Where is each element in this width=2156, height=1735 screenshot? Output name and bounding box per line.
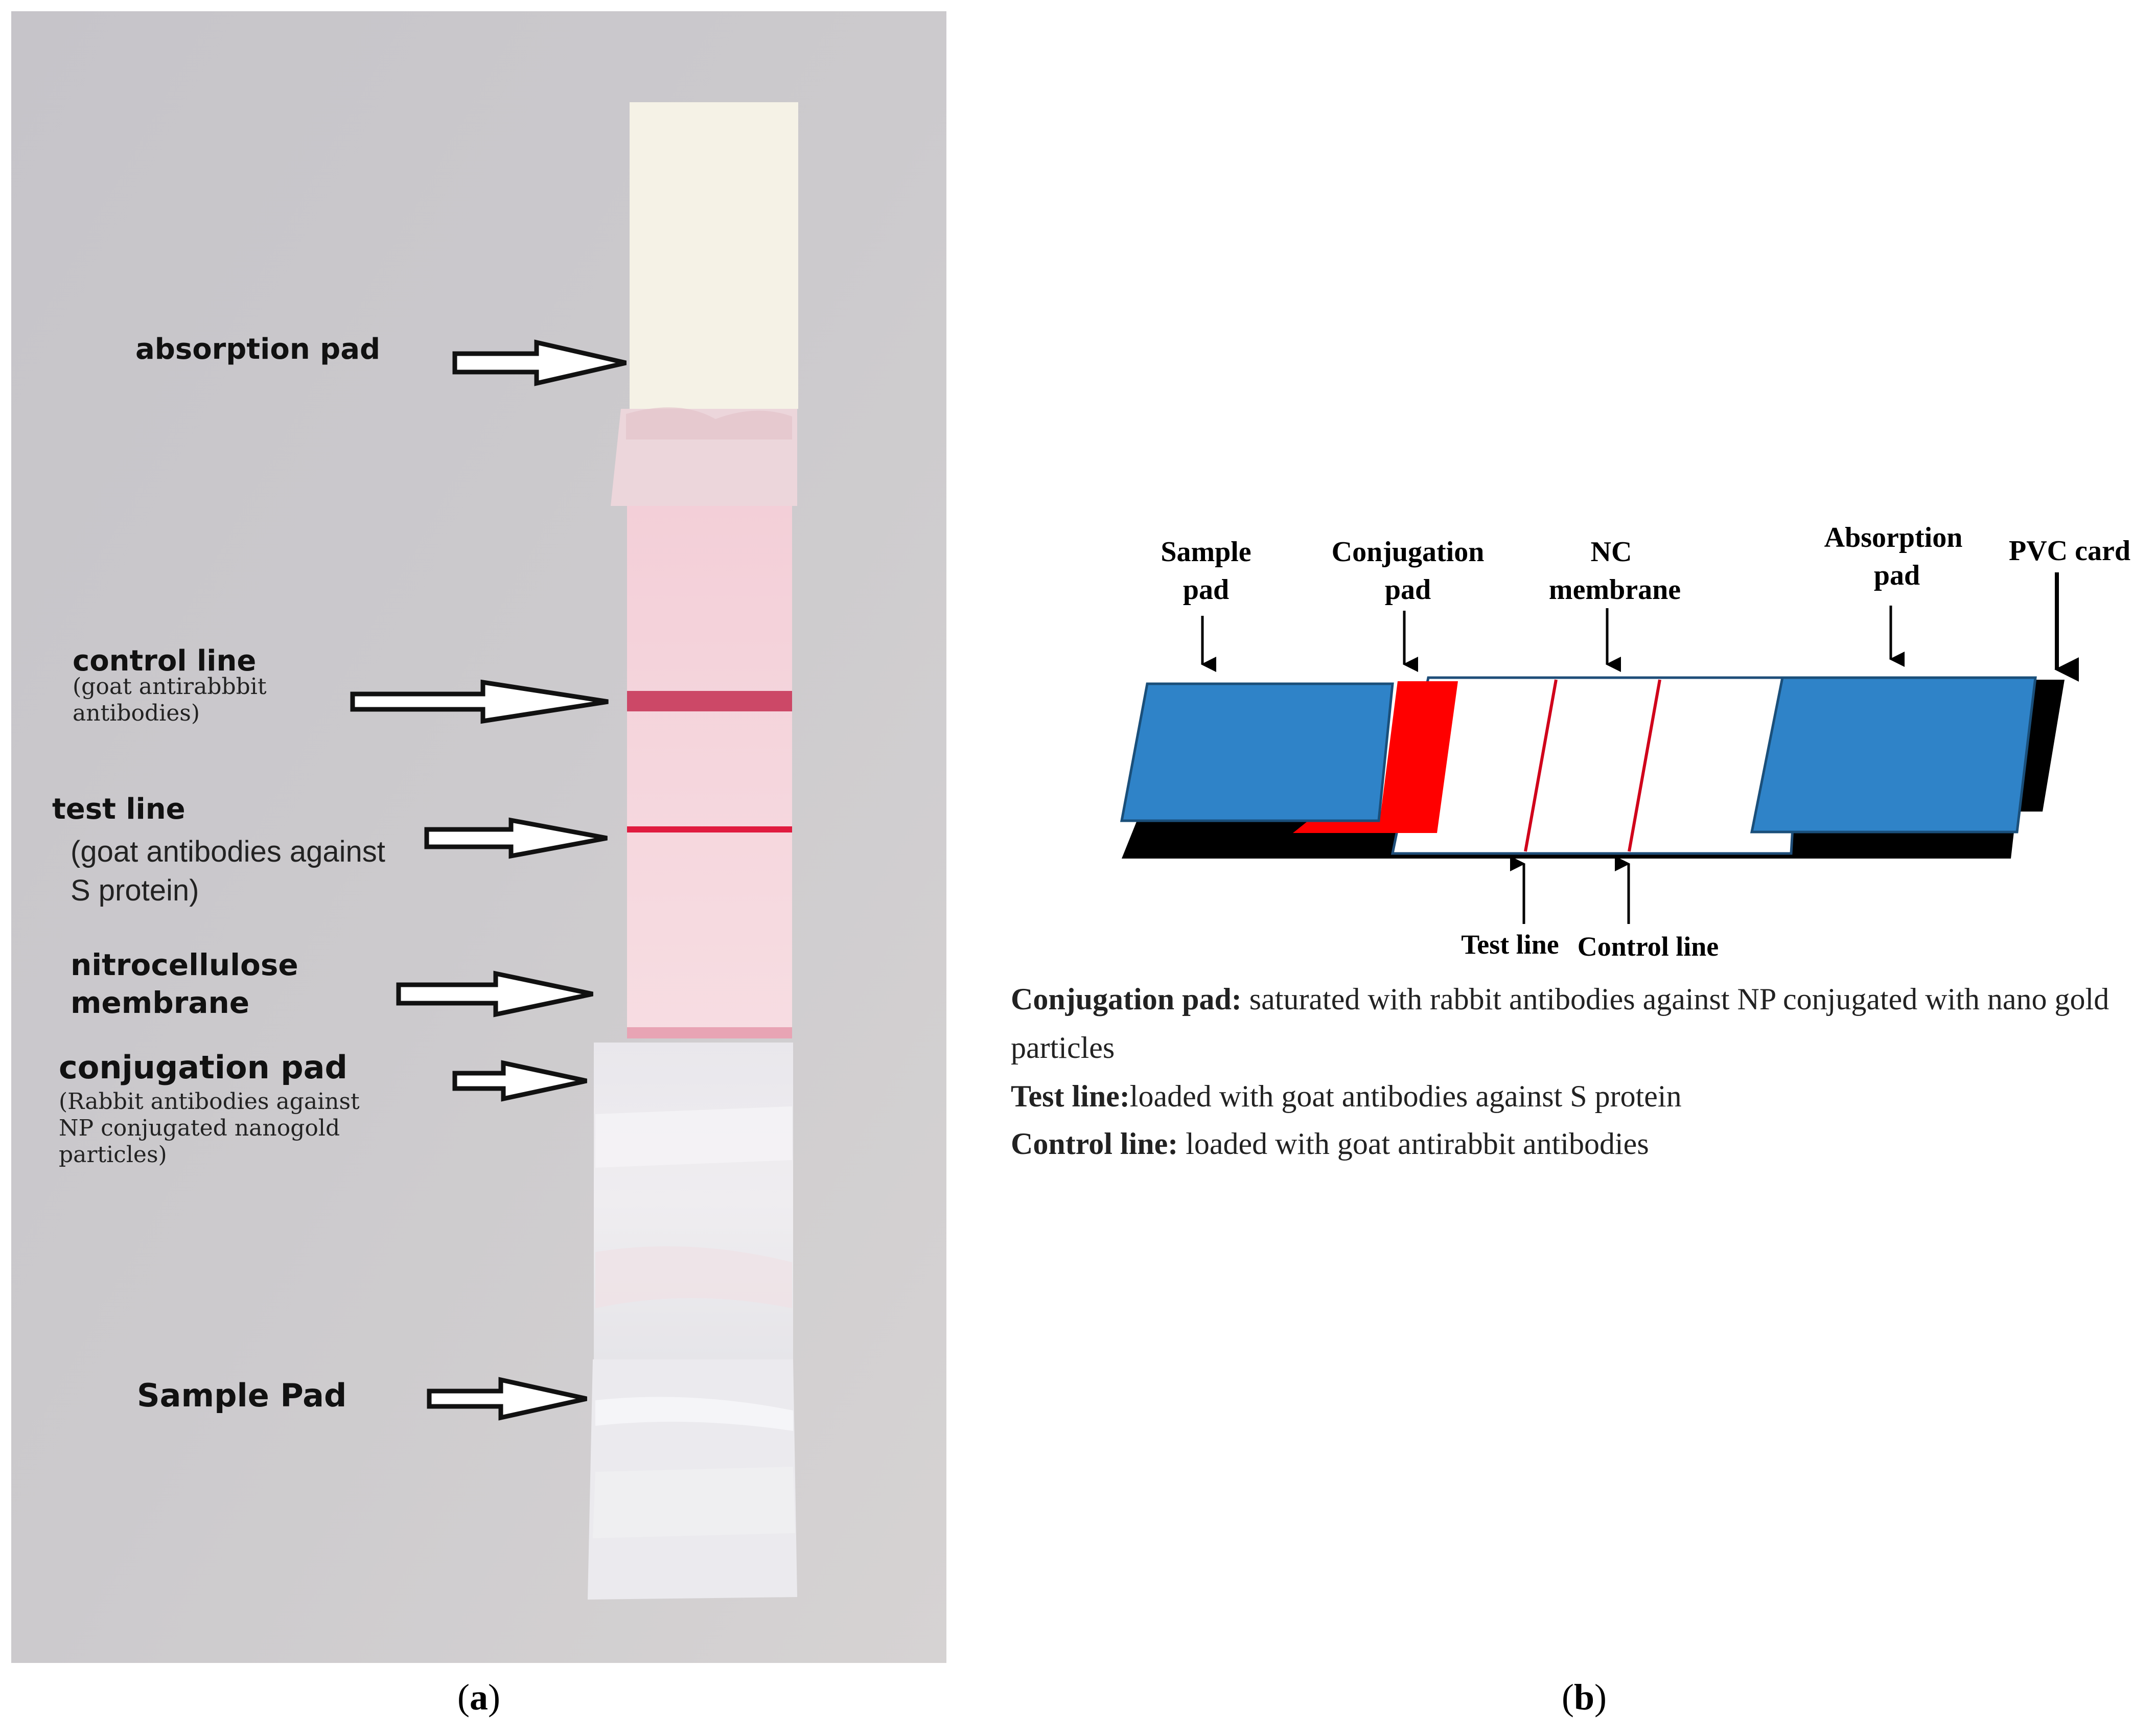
- arrow-control-line: [350, 679, 609, 724]
- label-b-sample-1: Sample: [1161, 536, 1251, 568]
- test-line-shape: [1524, 679, 1558, 852]
- strip-conjugation-texture: [595, 1106, 792, 1168]
- strip-sample-texture: [595, 1397, 793, 1431]
- arrow-absorption-pad: [452, 339, 627, 386]
- conjugation-pad-shape: [1293, 681, 1458, 833]
- label-absorption-pad: absorption pad: [135, 333, 380, 366]
- arrow-test-line: [424, 817, 608, 859]
- label-b-sample-2: pad: [1183, 574, 1229, 606]
- label-b-abs-2: pad: [1874, 560, 1920, 591]
- label-conjugation-sub2: NP conjugated nanogold: [59, 1115, 340, 1141]
- label-sample-pad: Sample Pad: [137, 1377, 346, 1414]
- label-b-abs-1: Absorption: [1824, 522, 1963, 553]
- absorption-pad-shape: [1750, 676, 2037, 834]
- label-nitrocellulose-2: membrane: [71, 985, 249, 1020]
- desc-line-particles: particles: [1011, 1031, 1115, 1065]
- label-b-nc-2: membrane: [1549, 574, 1681, 606]
- control-line-shape: [1628, 679, 1661, 852]
- strip-overlap-texture: [626, 407, 792, 439]
- caption-b: (b): [1562, 1677, 1607, 1718]
- strip-sample-texture2: [593, 1467, 795, 1538]
- panel-a: absorption pad control line (goat antira…: [11, 11, 946, 1718]
- label-test-line: test line: [52, 793, 186, 826]
- desc-line-test: Test line:loaded with goat antibodies ag…: [1011, 1079, 1682, 1113]
- strip-nitrocellulose-membrane: [627, 506, 792, 1037]
- strip-conjugation-texture2: [595, 1246, 792, 1308]
- strip-absorption-pad: [630, 102, 798, 409]
- label-conjugation-pad: conjugation pad: [59, 1049, 347, 1086]
- label-control-line-sub2: antibodies): [73, 700, 200, 726]
- strip-conjugation-pad: [594, 1043, 793, 1359]
- caption-a: (a): [457, 1677, 500, 1718]
- label-b-nc-1: NC: [1591, 536, 1632, 568]
- panel-b: Sample pad Conjugation pad NC membrane A…: [1011, 522, 2130, 1718]
- label-b-control-line: Control line: [1578, 931, 1719, 962]
- strip-control-line: [627, 691, 792, 711]
- desc-line-control: Control line: loaded with goat antirabbi…: [1011, 1127, 1649, 1161]
- label-control-line-sub1: (goat antirabbbit: [73, 674, 267, 700]
- label-b-test-line: Test line: [1461, 929, 1559, 960]
- desc-line-conjugation: Conjugation pad: saturated with rabbit a…: [1011, 982, 2109, 1016]
- strip-test-line: [627, 826, 792, 832]
- label-control-line: control line: [73, 644, 256, 678]
- label-test-line-sub1: (goat antibodies against: [71, 835, 385, 868]
- strip-membrane-edge: [627, 1027, 792, 1038]
- label-test-line-sub2: S protein): [71, 874, 199, 907]
- label-b-conj-2: pad: [1385, 574, 1431, 606]
- arrow-sample-pad: [427, 1377, 587, 1421]
- label-b-pvc: PVC card: [2009, 535, 2130, 567]
- arrow-nitrocellulose: [396, 970, 593, 1017]
- label-conjugation-sub3: particles): [59, 1142, 167, 1168]
- label-conjugation-sub1: (Rabbit antibodies against: [59, 1089, 360, 1115]
- arrow-conjugation-pad: [452, 1060, 587, 1102]
- label-nitrocellulose-1: nitrocellulose: [71, 947, 298, 982]
- sample-pad-shape: [1120, 682, 1394, 822]
- label-b-conj-1: Conjugation: [1332, 536, 1485, 568]
